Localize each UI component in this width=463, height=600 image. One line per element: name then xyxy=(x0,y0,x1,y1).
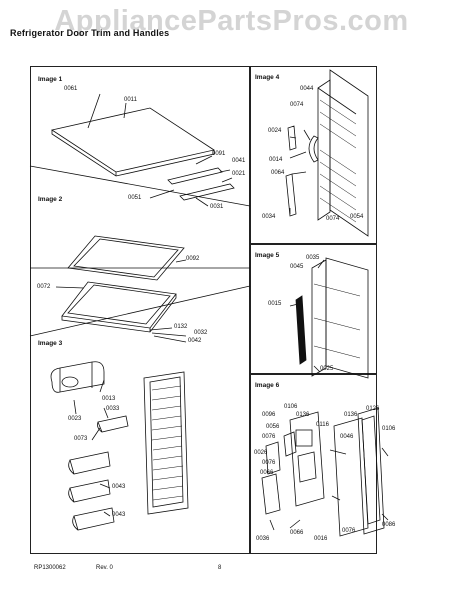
part-number: 0061 xyxy=(64,86,78,92)
part-number: 0043 xyxy=(112,512,126,518)
part-number: 0031 xyxy=(210,204,224,210)
part-number: 0126 xyxy=(366,406,380,412)
part-number: 0015 xyxy=(268,301,282,307)
part-number: 0013 xyxy=(102,396,116,402)
part-number: 0023 xyxy=(68,416,82,422)
part-number: 0056 xyxy=(266,424,280,430)
part-number: 0106 xyxy=(284,404,298,410)
image4-label: Image 4 xyxy=(255,74,280,81)
part-number: 0074 xyxy=(326,216,340,222)
image2-label: Image 2 xyxy=(38,196,63,203)
part-number: 0092 xyxy=(186,256,200,262)
image1-label: Image 1 xyxy=(38,76,63,83)
image3-label: Image 3 xyxy=(38,340,63,347)
part-number: 0076 xyxy=(262,434,276,440)
part-number: 0024 xyxy=(268,128,282,134)
part-number: 0051 xyxy=(128,195,142,201)
part-number: 0014 xyxy=(269,157,283,163)
part-number: 0044 xyxy=(300,86,314,92)
part-number: 0016 xyxy=(314,536,328,542)
part-number: 0116 xyxy=(316,422,329,428)
part-number: 0136 xyxy=(296,412,310,418)
part-number: 0036 xyxy=(256,536,270,542)
part-number: 0136 xyxy=(344,412,358,418)
part-number: 0033 xyxy=(106,406,120,412)
left-panel-frame xyxy=(30,66,250,554)
footer-doc-number: RP1300062 xyxy=(34,565,66,571)
part-number: 0046 xyxy=(340,434,354,440)
part-number: 0042 xyxy=(188,338,202,344)
part-number: 0032 xyxy=(194,330,208,336)
image5-label: Image 5 xyxy=(255,252,280,259)
part-number: 0086 xyxy=(382,522,396,528)
part-number: 0025 xyxy=(320,366,334,372)
part-number: 0074 xyxy=(290,102,304,108)
footer-revision: Rev. 0 xyxy=(96,565,113,571)
part-number: 0066 xyxy=(260,470,274,476)
part-number: 0076 xyxy=(342,528,356,534)
part-number: 0054 xyxy=(350,214,364,220)
image6-label: Image 6 xyxy=(255,382,280,389)
part-number: 0091 xyxy=(212,151,226,157)
image4-frame xyxy=(250,66,377,244)
page-title: Refrigerator Door Trim and Handles xyxy=(10,28,170,38)
part-number: 0096 xyxy=(262,412,276,418)
image5-frame xyxy=(250,244,377,374)
part-number: 0021 xyxy=(232,171,246,177)
footer-page-number: 8 xyxy=(218,565,222,571)
part-number: 0045 xyxy=(290,264,304,270)
part-number: 0064 xyxy=(271,170,285,176)
part-number: 0073 xyxy=(74,436,88,442)
part-number: 0035 xyxy=(306,255,320,261)
part-number: 0043 xyxy=(112,484,126,490)
part-number: 0076 xyxy=(262,460,276,466)
part-number: 0106 xyxy=(382,426,396,432)
part-number: 0011 xyxy=(124,97,137,103)
part-number: 0132 xyxy=(174,324,188,330)
part-number: 0034 xyxy=(262,214,276,220)
part-number: 0026 xyxy=(254,450,268,456)
watermark: AppliancePartsPros.com xyxy=(54,5,409,37)
part-number: 0072 xyxy=(37,284,51,290)
part-number: 0066 xyxy=(290,530,304,536)
part-number: 0041 xyxy=(232,158,246,164)
